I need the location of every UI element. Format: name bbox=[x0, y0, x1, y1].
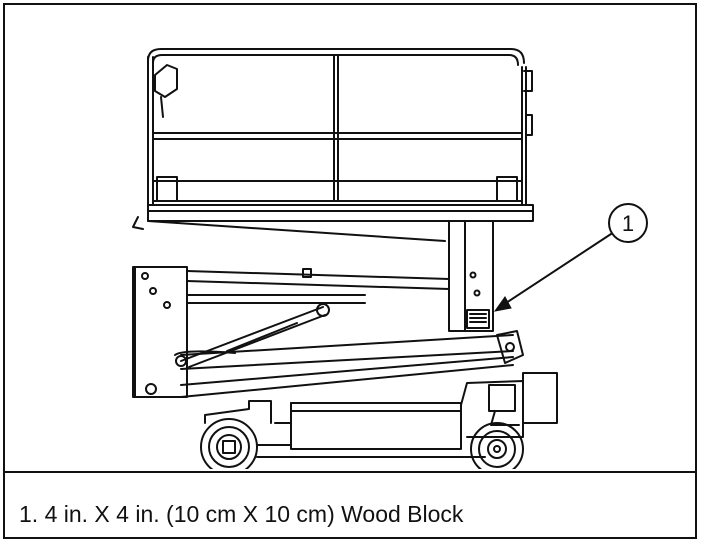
scissor-lift-drawing: 1 bbox=[132, 48, 648, 469]
legend-divider bbox=[5, 471, 695, 473]
scissor-arms bbox=[132, 266, 524, 398]
chassis bbox=[204, 372, 558, 458]
callout-number: 1 bbox=[622, 211, 634, 236]
control-box bbox=[154, 64, 178, 118]
platform-guardrail bbox=[147, 48, 533, 206]
rear-wheel bbox=[470, 422, 524, 469]
callout-1 bbox=[502, 203, 648, 306]
callout-arrowhead bbox=[493, 296, 512, 312]
platform-deck bbox=[132, 204, 534, 242]
lift-column bbox=[448, 220, 494, 332]
front-wheel bbox=[200, 418, 258, 469]
diagram-frame: 1 1. 4 in. X 4 in. (10 cm X 10 cm) Wood … bbox=[3, 3, 697, 539]
legend-item-1: 1. 4 in. X 4 in. (10 cm X 10 cm) Wood Bl… bbox=[19, 501, 464, 527]
